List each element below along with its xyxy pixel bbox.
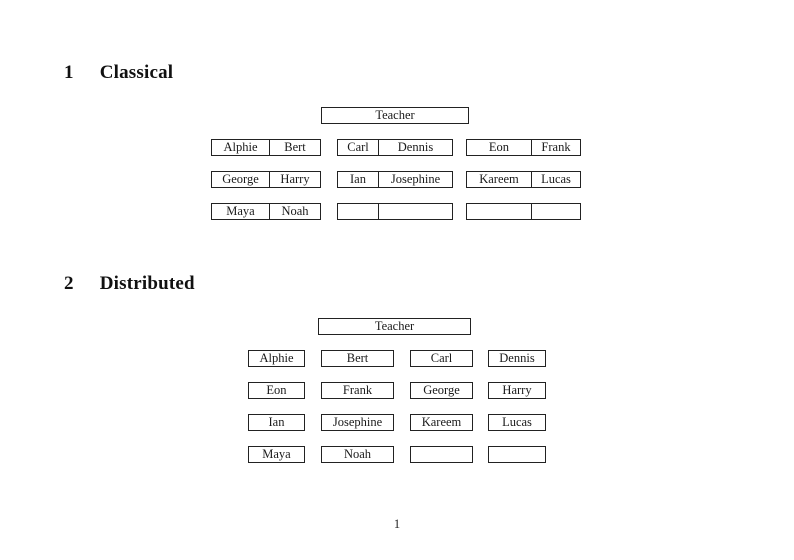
seat-box-kareem: Kareem (410, 414, 473, 431)
seat-cell-josephine: Josephine (390, 172, 441, 186)
section-1-heading: 1 Classical (64, 62, 173, 84)
desk-row-classical: Ian Josephine (337, 171, 453, 188)
classical-teacher-box: Teacher (321, 107, 469, 124)
seat-cell-empty (532, 204, 580, 219)
seat-cell-empty (338, 204, 379, 219)
section-2-title: Distributed (99, 273, 195, 294)
desk-row-classical-empty (466, 203, 581, 220)
seat-cell-george: George (212, 172, 270, 187)
seat-box-frank: Frank (321, 382, 394, 399)
distributed-teacher-label: Teacher (374, 319, 415, 333)
seat-box-dennis: Dennis (488, 350, 546, 367)
classical-teacher-label: Teacher (375, 108, 415, 122)
seat-box-empty (410, 446, 473, 463)
seat-box-harry: Harry (488, 382, 546, 399)
seat-cell-maya: Maya (212, 204, 270, 219)
section-2-number: 2 (64, 273, 74, 294)
distributed-teacher-box: Teacher (318, 318, 471, 335)
seat-box-maya: Maya (248, 446, 305, 463)
seat-cell-empty (467, 204, 532, 219)
section-1-number: 1 (64, 62, 74, 83)
seat-cell-eon: Eon (467, 140, 532, 155)
seat-box-josephine: Josephine (321, 414, 394, 431)
seat-cell-empty (379, 204, 452, 219)
seat-box-eon: Eon (248, 382, 305, 399)
desk-row-classical: Eon Frank (466, 139, 581, 156)
seat-cell-kareem: Kareem (467, 172, 532, 187)
seat-box-noah: Noah (321, 446, 394, 463)
seat-box-bert: Bert (321, 350, 394, 367)
seat-box-lucas: Lucas (488, 414, 546, 431)
section-1-title: Classical (99, 62, 174, 83)
seat-cell-lucas: Lucas (541, 172, 571, 186)
page-number: 1 (393, 517, 401, 531)
seat-box-george: George (410, 382, 473, 399)
seat-cell-alphie: Alphie (212, 140, 270, 155)
seat-box-ian: Ian (248, 414, 305, 431)
seat-cell-frank: Frank (541, 140, 571, 154)
desk-row-classical: Maya Noah (211, 203, 321, 220)
seat-box-carl: Carl (410, 350, 473, 367)
seat-box-alphie: Alphie (248, 350, 305, 367)
desk-row-classical: Alphie Bert (211, 139, 321, 156)
seat-cell-bert: Bert (284, 140, 306, 154)
seat-box-empty (488, 446, 546, 463)
seat-cell-noah: Noah (281, 204, 309, 218)
seat-cell-dennis: Dennis (397, 140, 434, 154)
desk-row-classical: Kareem Lucas (466, 171, 581, 188)
desk-row-classical: Carl Dennis (337, 139, 453, 156)
seat-cell-carl: Carl (338, 140, 379, 155)
section-2-heading: 2 Distributed (64, 273, 195, 295)
seat-cell-harry: Harry (280, 172, 310, 186)
desk-row-classical-empty (337, 203, 453, 220)
seat-cell-ian: Ian (338, 172, 379, 187)
desk-row-classical: George Harry (211, 171, 321, 188)
